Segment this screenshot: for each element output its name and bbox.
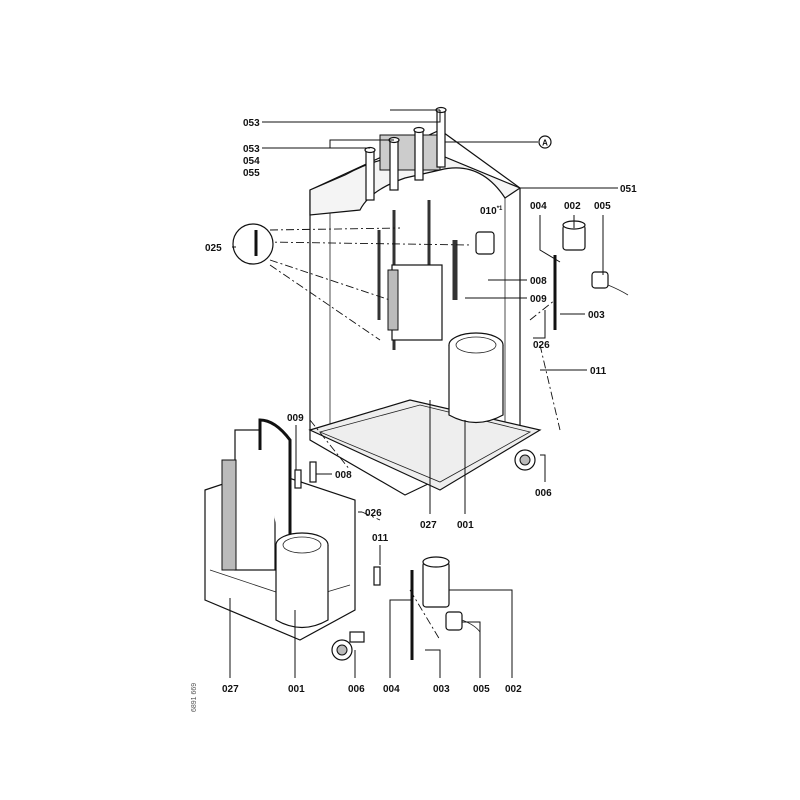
lower-module (204, 418, 481, 661)
upper-internal-components (377, 200, 629, 471)
label-005-lower: 005 (473, 684, 490, 695)
detail-marker-label: A (542, 139, 548, 148)
label-003: 003 (588, 310, 605, 321)
label-001-lower: 001 (288, 684, 305, 695)
label-025: 025 (205, 243, 222, 254)
label-005: 005 (594, 201, 611, 212)
label-053-b: 053 (243, 144, 260, 155)
label-003-lower: 003 (433, 684, 450, 695)
leader-lines (229, 109, 618, 678)
label-006: 006 (535, 488, 552, 499)
label-002: 002 (564, 201, 581, 212)
label-004: 004 (530, 201, 547, 212)
label-054: 054 (243, 156, 260, 167)
label-010: 010*1 (480, 206, 503, 217)
label-027-lower: 027 (222, 684, 239, 695)
label-008-lower: 008 (335, 470, 352, 481)
label-004-lower: 004 (383, 684, 400, 695)
plate-heat-exchanger (391, 264, 443, 341)
upper-part-labels: 053 053 054 055 051 010*1 004 002 005 02… (205, 118, 637, 531)
label-008: 008 (530, 276, 547, 287)
drawing-code: 6891 669 (191, 683, 198, 712)
label-011: 011 (590, 366, 607, 377)
label-009-lower: 009 (287, 413, 304, 424)
lower-part-labels: 009 008 026 011 027 001 006 004 003 005 … (222, 413, 522, 695)
label-055: 055 (243, 168, 260, 179)
label-051: 051 (620, 184, 637, 195)
label-026: 026 (533, 340, 550, 351)
detail-marker-a: A (538, 135, 552, 149)
filter-drier-lower (422, 561, 450, 608)
label-006-lower: 006 (348, 684, 365, 695)
label-026-lower: 026 (365, 508, 382, 519)
detail-sensor-025 (232, 223, 274, 265)
label-009: 009 (530, 294, 547, 305)
label-001: 001 (457, 520, 474, 531)
label-027: 027 (420, 520, 437, 531)
label-002-lower: 002 (505, 684, 522, 695)
label-011-lower: 011 (372, 533, 389, 544)
label-053-a: 053 (243, 118, 260, 129)
